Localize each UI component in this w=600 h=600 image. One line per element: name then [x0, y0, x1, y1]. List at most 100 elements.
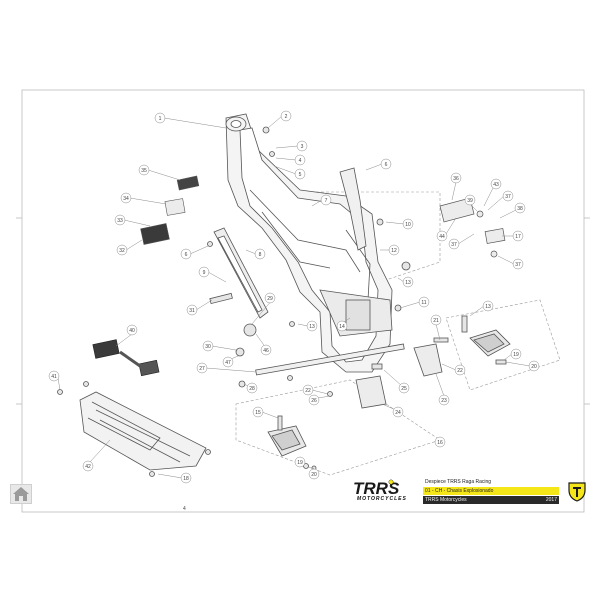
svg-text:46: 46: [263, 348, 269, 354]
callout-13c: 13: [469, 300, 494, 317]
svg-text:22: 22: [457, 368, 463, 374]
callout-37a: 37: [487, 190, 514, 211]
svg-text:37: 37: [505, 194, 511, 200]
svg-text:32: 32: [119, 248, 125, 254]
callout-24: 24: [381, 403, 404, 418]
svg-text:22: 22: [305, 388, 311, 394]
svg-text:13: 13: [309, 324, 315, 330]
svg-text:14: 14: [339, 324, 345, 330]
svg-text:35: 35: [141, 168, 147, 174]
svg-text:TRRS: TRRS: [353, 479, 400, 498]
callout-26: 26: [308, 394, 331, 406]
trrs-logo: TRRS MOTORCYCLES: [349, 476, 423, 506]
rear-mount-bar: [339, 167, 367, 251]
svg-text:28: 28: [249, 386, 255, 392]
callout-11: 11: [399, 296, 430, 309]
svg-text:13: 13: [405, 280, 411, 286]
svg-text:31: 31: [189, 308, 195, 314]
callout-4: 4: [275, 154, 306, 166]
svg-text:21: 21: [433, 318, 439, 324]
callout-6b: 6: [180, 245, 209, 260]
callout-20a: 20: [308, 467, 320, 480]
callout-6a: 6: [365, 158, 392, 171]
svg-text:11: 11: [421, 300, 426, 306]
svg-text:43: 43: [493, 182, 499, 188]
brand-subtitle: MOTORCYCLES: [357, 496, 407, 502]
callout-15: 15: [252, 406, 279, 419]
callout-43: 43: [483, 178, 502, 207]
callout-16: 16: [434, 436, 446, 448]
callout-3: 3: [275, 140, 308, 152]
footrest-left: [267, 425, 307, 457]
svg-text:8: 8: [259, 252, 262, 258]
callout-2: 2: [267, 110, 292, 129]
trrs-logo-mark: TRRS: [353, 479, 400, 498]
callout-34: 34: [120, 192, 167, 205]
skid-plate: [79, 391, 207, 471]
sheet-border: [21, 89, 585, 513]
callout-19b: 19: [503, 348, 522, 361]
callout-30: 30: [202, 340, 237, 352]
svg-text:24: 24: [395, 410, 401, 416]
svg-text:12: 12: [391, 248, 397, 254]
callout-10: 10: [385, 218, 414, 230]
company-name: TRRS Motorcycles: [425, 497, 467, 503]
title-line-3: TRRS Motorcycles 2017: [423, 496, 559, 504]
callout-31: 31: [186, 299, 213, 316]
footrest-right: [469, 329, 511, 357]
trrs-shield-icon: [568, 482, 586, 502]
svg-text:10: 10: [405, 222, 411, 228]
svg-text:6: 6: [185, 252, 188, 258]
title-block: TRRS MOTORCYCLES Despiece TRRS Raga Raci…: [349, 476, 573, 506]
callout-39: 39: [464, 194, 479, 213]
svg-text:9: 9: [203, 270, 206, 276]
page-marker: 4: [183, 506, 186, 512]
callout-17: 17: [502, 230, 524, 242]
callout-28: 28: [243, 382, 258, 394]
callout-22a: 22: [441, 363, 466, 376]
home-button[interactable]: [10, 484, 32, 504]
svg-text:13: 13: [485, 304, 491, 310]
svg-text:44: 44: [439, 234, 445, 240]
axle: [255, 343, 405, 376]
svg-text:19: 19: [513, 352, 519, 358]
callout-25: 25: [383, 369, 410, 394]
callout-18: 18: [157, 472, 192, 484]
callout-12: 12: [380, 244, 400, 256]
svg-text:41: 41: [51, 374, 57, 380]
callout-23: 23: [435, 373, 450, 406]
svg-text:15: 15: [255, 410, 261, 416]
callout-1: 1: [154, 112, 227, 129]
callout-29: 29: [251, 292, 276, 325]
callout-32: 32: [116, 239, 143, 256]
callout-36: 36: [450, 172, 462, 201]
svg-text:20: 20: [531, 364, 537, 370]
guard-pieces: [92, 339, 160, 377]
callout-44: 44: [436, 217, 457, 242]
callout-5: 5: [273, 165, 306, 180]
callout-46: 46: [255, 333, 272, 356]
drawing-year: 2017: [545, 497, 557, 503]
svg-text:18: 18: [183, 476, 189, 482]
svg-text:23: 23: [441, 398, 447, 404]
svg-text:33: 33: [117, 218, 123, 224]
svg-text:36: 36: [453, 176, 459, 182]
svg-text:6: 6: [385, 162, 388, 168]
callout-37c: 37: [497, 255, 524, 270]
callout-13b: 13: [297, 320, 318, 332]
callout-balloons: 1 2 3 4 5 6 6 7 8 9 10 11 12 13 13 13 14…: [48, 110, 540, 484]
callout-14: 14: [336, 317, 351, 332]
callout-7: 7: [311, 194, 332, 207]
callout-35: 35: [138, 164, 181, 181]
callout-47: 47: [222, 355, 239, 368]
callout-21: 21: [430, 314, 442, 341]
callout-38: 38: [499, 202, 526, 219]
svg-text:7: 7: [325, 198, 328, 204]
callout-19a: 19: [294, 456, 306, 468]
title-line-1: Despiece TRRS Raga Racing: [425, 479, 492, 485]
svg-text:40: 40: [129, 328, 135, 334]
svg-text:20: 20: [311, 472, 317, 478]
svg-text:30: 30: [205, 344, 211, 350]
svg-text:19: 19: [297, 460, 303, 466]
